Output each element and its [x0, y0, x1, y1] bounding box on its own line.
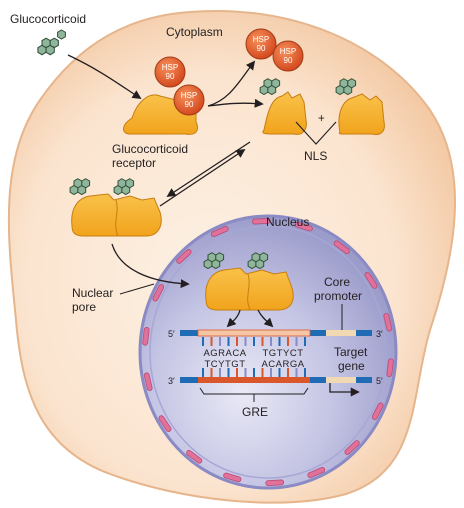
nuclear-pore	[386, 358, 394, 378]
svg-text:HSP: HSP	[253, 35, 269, 44]
dna-top-3prime: 3′	[376, 329, 383, 339]
cytoplasm-label: Cytoplasm	[166, 25, 223, 39]
dna-top-promoter-segment	[326, 330, 356, 336]
nuclear-pore-label-line2: pore	[72, 300, 96, 314]
hsp-release-arrow	[207, 60, 256, 107]
dna-top-gre-segment	[197, 329, 311, 337]
nucleus-label: Nucleus	[266, 215, 309, 229]
hsp90-top	[154, 56, 186, 88]
receptor-dimer-nucleus	[203, 252, 294, 311]
svg-text:90: 90	[166, 72, 175, 81]
dna-bottom-5prime: 5′	[376, 376, 383, 386]
dna-binding-arrow-right	[257, 309, 274, 328]
receptor-label-line2: receptor	[112, 156, 156, 170]
nuclear-pore	[158, 415, 172, 432]
core-promoter-label-line1: Core	[324, 275, 350, 289]
seq-top-right: TGTYCT	[263, 348, 304, 359]
released-hsp90: HSP 90 HSP 90	[245, 28, 304, 72]
hsp90-bottom	[173, 84, 205, 116]
svg-text:90: 90	[257, 44, 266, 53]
glucocorticoid-molecule	[37, 29, 66, 56]
seq-bottom-left: TCYTGT	[205, 359, 246, 370]
dna-bottom-promoter-segment	[326, 377, 356, 383]
receptor-dimer-cytoplasm	[69, 178, 162, 237]
nuclear-pore	[265, 479, 285, 487]
nuclear-pore	[294, 221, 313, 232]
binding-arrow	[67, 54, 142, 99]
nls-label: NLS	[304, 149, 327, 163]
nuclear-pore	[176, 249, 192, 264]
target-gene-label-line2: gene	[338, 359, 365, 373]
dna-bottom-gre-segment	[198, 377, 310, 383]
dimerization-arrow-up	[159, 148, 246, 207]
dna-top-5prime: 5′	[168, 329, 175, 339]
target-gene-label-line1: Target	[334, 345, 368, 359]
nuclear-pore	[142, 326, 150, 346]
nucleus	[138, 214, 398, 490]
nuclear-pore	[383, 313, 393, 332]
svg-text:HSP: HSP	[162, 63, 178, 72]
seq-bottom-right: ACARGA	[261, 359, 304, 370]
nuclear-pore	[152, 284, 165, 302]
nuclear-pore	[371, 402, 384, 420]
svg-text:HSP: HSP	[181, 91, 197, 100]
glucocorticoid-label: Glucocorticoid	[10, 12, 86, 26]
nuclear-pores	[142, 217, 394, 487]
base-pairs	[202, 337, 306, 377]
nls-pointer	[295, 121, 337, 145]
nuclear-import-arrow	[111, 243, 190, 289]
transcription-arrow	[329, 383, 360, 397]
dna-double-helix: 5′ 3′ 3′ 5′ AGRACA TCYTGT TGTYCT ACARGA	[168, 329, 383, 386]
nuclear-pore	[344, 440, 360, 455]
nuclear-pore-label-line1: Nuclear	[72, 286, 113, 300]
core-promoter-label-line2: promoter	[314, 289, 362, 303]
svg-text:HSP: HSP	[280, 47, 296, 56]
seq-top-left: AGRACA	[203, 348, 246, 359]
receptor-label-line1: Glucocorticoid	[112, 142, 188, 156]
nuclear-pore	[223, 472, 242, 483]
nuclear-pore	[307, 467, 326, 478]
svg-text:90: 90	[185, 100, 194, 109]
svg-text:90: 90	[284, 56, 293, 65]
nuclear-pore-pointer	[119, 283, 155, 295]
nuclear-pore	[333, 240, 350, 255]
nuclear-pore	[364, 272, 378, 289]
nuclear-pore	[186, 449, 203, 464]
gre-label: GRE	[242, 405, 268, 419]
nuclear-pore	[143, 372, 153, 391]
nuclear-pore	[210, 226, 229, 237]
activation-arrow	[207, 98, 264, 108]
dna-bottom-3prime: 3′	[168, 376, 175, 386]
dna-binding-arrow-left	[226, 309, 241, 328]
activated-receptor-monomers	[259, 78, 385, 135]
receptor-hsp-complex: HSP 90 HSP 90	[123, 56, 205, 135]
plus-sign: +	[318, 113, 325, 125]
